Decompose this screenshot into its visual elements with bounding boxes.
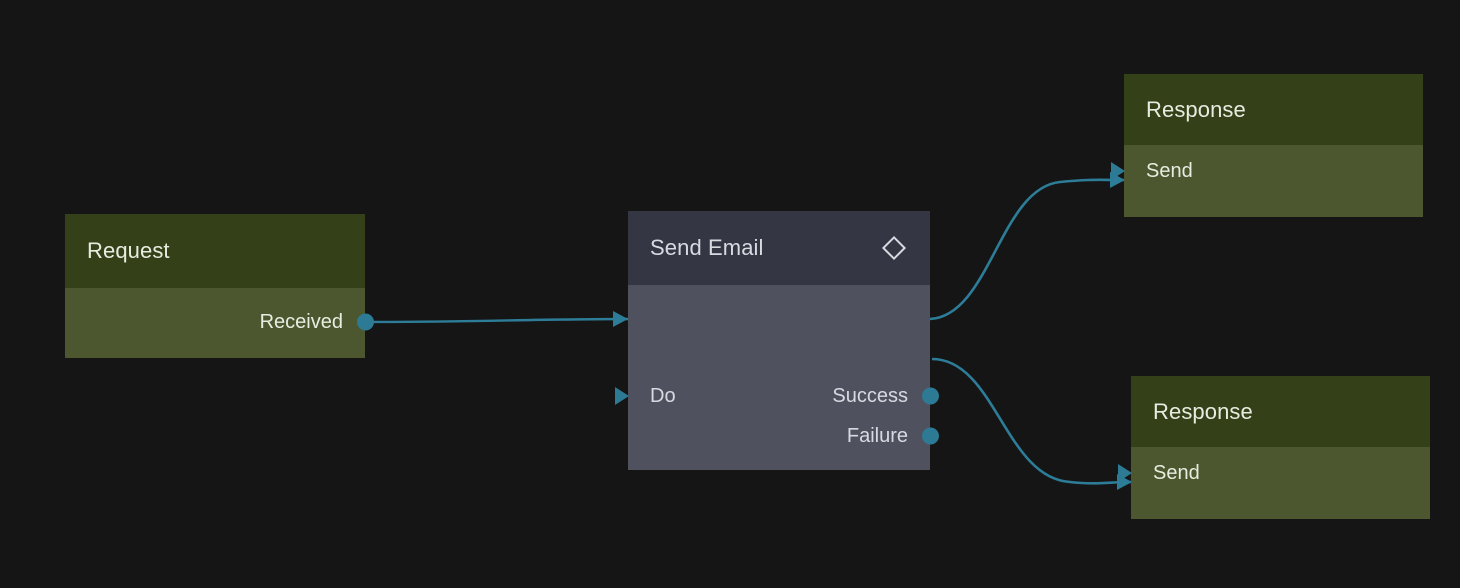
- input-port-send-success[interactable]: [1111, 162, 1125, 180]
- port-row-received[interactable]: Received: [65, 302, 374, 342]
- node-response-success-title: Response: [1146, 96, 1246, 122]
- port-label-received: Received: [259, 310, 343, 333]
- node-request-header[interactable]: Request: [65, 214, 365, 288]
- port-row-failure[interactable]: Failure: [628, 416, 939, 456]
- node-send-email-title: Send Email: [650, 235, 764, 260]
- node-send-email-body: Do Success Failure: [615, 285, 939, 470]
- node-response-success[interactable]: Response Send: [1111, 74, 1423, 217]
- node-response-failure[interactable]: Response Send: [1118, 376, 1430, 519]
- node-send-email-header[interactable]: Send Email: [628, 211, 930, 285]
- port-label-send-success: Send: [1146, 159, 1193, 182]
- edge-success-to-send: [929, 178, 1125, 321]
- node-send-email[interactable]: Send Email Do Success Failure: [615, 211, 939, 470]
- node-request-body: Received: [65, 288, 374, 358]
- port-row-do[interactable]: Do: [615, 376, 930, 416]
- output-port-received[interactable]: [357, 313, 374, 331]
- diamond-icon: [880, 234, 908, 262]
- port-row-send-failure[interactable]: Send: [1118, 453, 1430, 493]
- output-port-failure[interactable]: [922, 427, 939, 445]
- port-label-send-failure: Send: [1153, 461, 1200, 484]
- node-response-success-header[interactable]: Response: [1124, 74, 1423, 145]
- output-port-success[interactable]: [922, 387, 939, 405]
- input-port-do[interactable]: [615, 387, 629, 405]
- node-response-failure-header[interactable]: Response: [1131, 376, 1430, 447]
- node-response-failure-title: Response: [1153, 398, 1253, 424]
- port-row-send-success[interactable]: Send: [1111, 151, 1423, 191]
- port-label-do: Do: [650, 384, 676, 407]
- edge-received-to-do: [365, 317, 631, 324]
- node-request[interactable]: Request Received: [65, 214, 374, 358]
- node-request-title: Request: [87, 238, 170, 263]
- edge-failure-to-send: [931, 357, 1132, 485]
- port-label-success: Success: [832, 384, 908, 407]
- node-response-success-body: Send: [1111, 145, 1423, 217]
- edge-arrowhead-do: [613, 311, 628, 327]
- input-port-send-failure[interactable]: [1118, 464, 1132, 482]
- port-row-success[interactable]: Success: [628, 376, 939, 416]
- node-response-failure-body: Send: [1118, 447, 1430, 519]
- port-label-failure: Failure: [846, 424, 908, 447]
